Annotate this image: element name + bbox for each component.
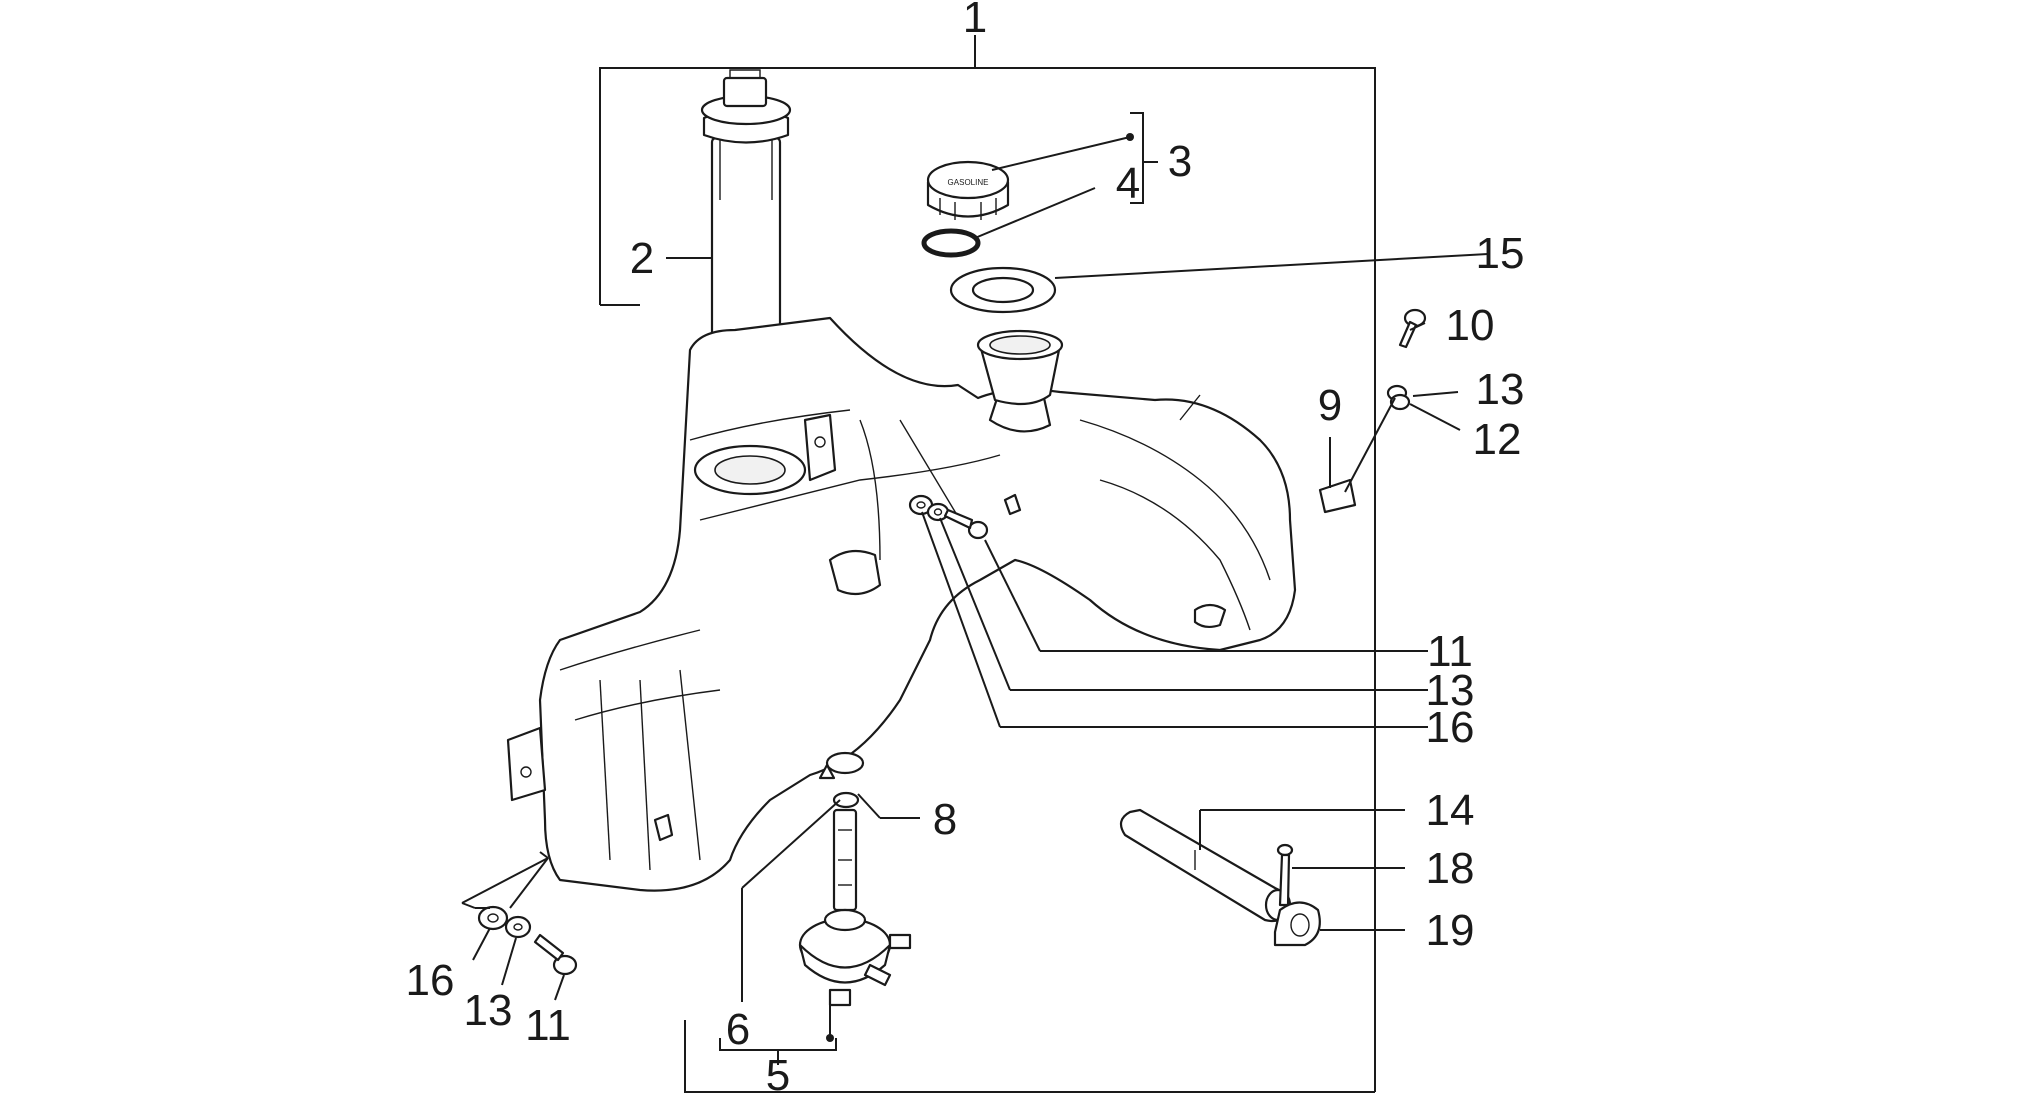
filter-o-ring-6 bbox=[832, 791, 860, 809]
assembly-bracket-5 bbox=[684, 1020, 1375, 1093]
cap-logo-text: GASOLINE bbox=[948, 178, 989, 187]
vent-hose-14 bbox=[1119, 808, 1292, 923]
washer-13-upper bbox=[926, 502, 950, 522]
callout-16-middle: 16 bbox=[1426, 703, 1475, 752]
bracket-3-4 bbox=[1130, 112, 1158, 204]
callout-5: 5 bbox=[766, 1051, 790, 1095]
callout-4: 4 bbox=[1116, 159, 1140, 208]
callout-15: 15 bbox=[1476, 229, 1525, 278]
washer-13-lower bbox=[504, 915, 532, 939]
callout-13-lower: 13 bbox=[464, 986, 513, 1035]
callout-16-lower: 16 bbox=[406, 956, 455, 1005]
leader-lines bbox=[461, 133, 1489, 1042]
callout-labels: 1 2 3 4 15 10 13 12 9 11 13 16 8 14 18 1… bbox=[406, 0, 1525, 1095]
washer-16-lower bbox=[477, 905, 509, 931]
callout-11-lower: 11 bbox=[525, 1001, 571, 1050]
callout-19: 19 bbox=[1426, 906, 1475, 955]
callout-6: 6 bbox=[726, 1005, 750, 1054]
callout-9: 9 bbox=[1318, 381, 1342, 430]
callout-1: 1 bbox=[963, 0, 987, 42]
hose-clamp-8 bbox=[818, 751, 865, 780]
assembly-bracket-1 bbox=[599, 35, 1376, 1092]
screw-11-upper bbox=[943, 508, 989, 540]
callout-14: 14 bbox=[1426, 786, 1475, 835]
callout-8: 8 bbox=[933, 795, 957, 844]
fuel-tap-5 bbox=[798, 808, 912, 1007]
screw-11-lower bbox=[533, 933, 578, 976]
callout-18: 18 bbox=[1426, 844, 1475, 893]
callout-10: 10 bbox=[1446, 301, 1495, 350]
callout-12: 12 bbox=[1473, 415, 1522, 464]
washers-12-13-right bbox=[1386, 384, 1411, 411]
screw-18 bbox=[1276, 843, 1294, 907]
fuel-tank-body bbox=[506, 316, 1357, 892]
clamp-19 bbox=[1273, 901, 1321, 947]
filler-neck-seal-ring bbox=[949, 266, 1057, 314]
filler-cap: GASOLINE bbox=[926, 160, 1010, 220]
callout-11-upper: 11 bbox=[1427, 627, 1473, 676]
cap-gasket-o-ring bbox=[921, 228, 981, 258]
callout-2: 2 bbox=[630, 234, 654, 283]
callout-13-right: 13 bbox=[1476, 365, 1525, 414]
callout-3: 3 bbox=[1168, 137, 1192, 186]
callout-13-middle: 13 bbox=[1426, 666, 1475, 715]
